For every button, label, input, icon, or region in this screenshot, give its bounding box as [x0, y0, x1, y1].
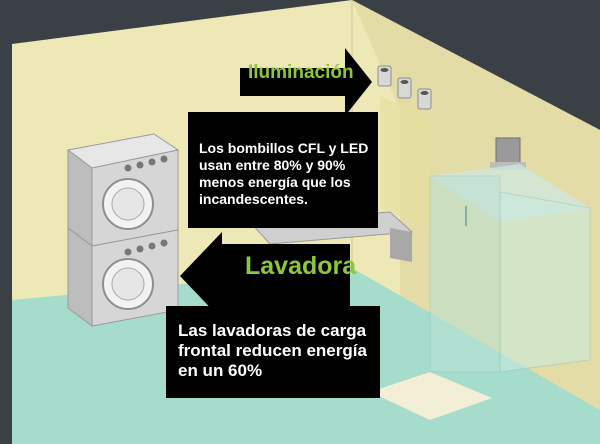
lighting-label: Iluminación — [248, 62, 354, 83]
dryer-icon — [66, 133, 180, 247]
ceiling-light-icon — [377, 65, 432, 110]
washer-arrow — [180, 232, 350, 320]
lighting-arrow — [240, 48, 372, 116]
mirror — [380, 96, 430, 228]
lighting-description: Los bombillos CFL y LED usan entre 80% y… — [199, 140, 369, 207]
washer-icon — [67, 227, 179, 327]
lighting-callout-box — [188, 112, 378, 228]
washer-description: Las lavadoras de carga frontal reducen e… — [178, 321, 367, 380]
floor-mat — [370, 372, 492, 420]
shower-icon — [429, 137, 591, 373]
washer-label: Lavadora — [245, 252, 357, 280]
washer-callout-box — [166, 306, 380, 398]
